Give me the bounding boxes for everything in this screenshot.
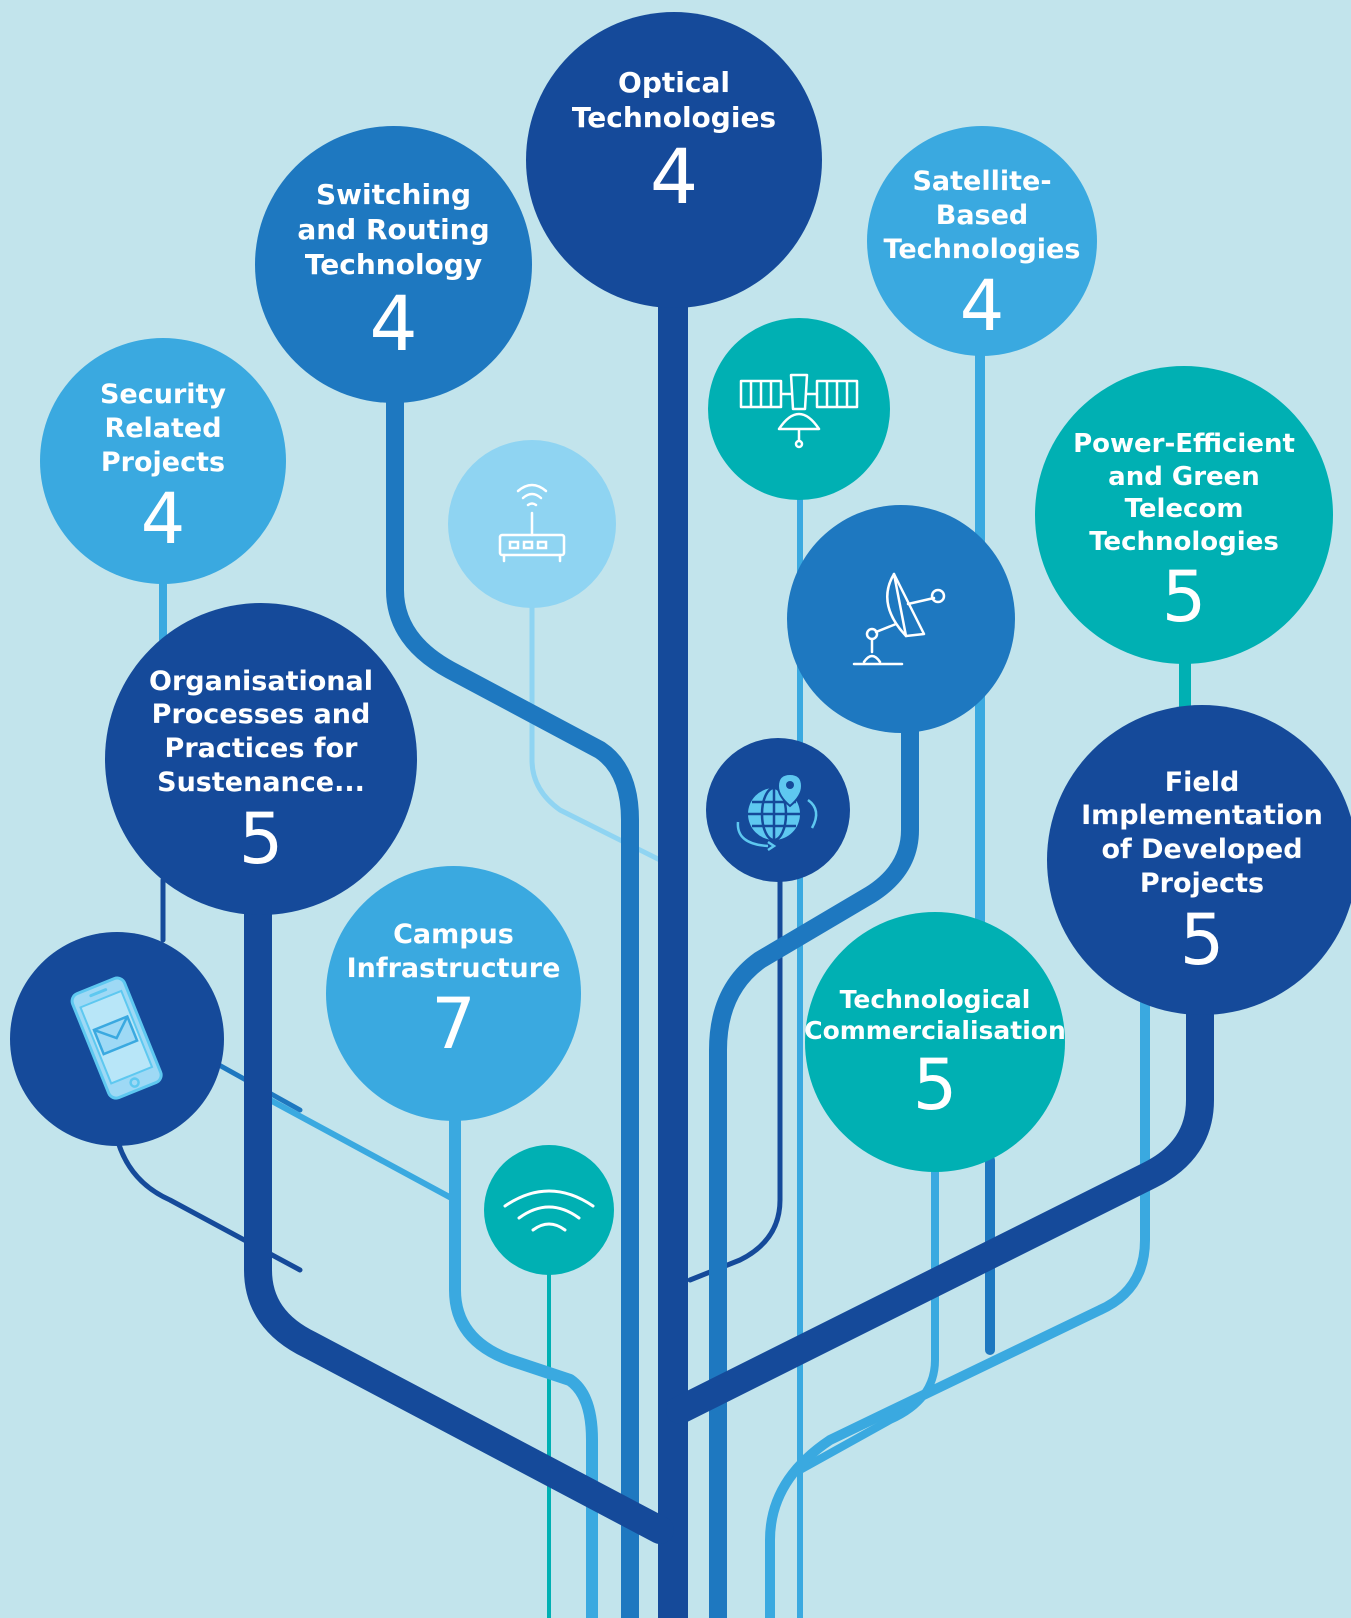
node-title: Switching and Routing Technology — [297, 178, 490, 281]
node-satellite-based: Satellite- Based Technologies 4 — [867, 126, 1097, 356]
node-title: Field Implementation of Developed Projec… — [1081, 766, 1323, 899]
satellite-dish-icon — [787, 505, 1015, 733]
globe-location-icon — [706, 738, 850, 882]
node-title: Security Related Projects — [99, 379, 227, 478]
node-title: Organisational Processes and Practices f… — [149, 665, 373, 798]
wifi-icon — [484, 1145, 614, 1275]
branch-mobile-1 — [112, 1127, 303, 1273]
branch-router — [529, 597, 663, 863]
branch-campus-link — [267, 1097, 458, 1203]
node-title: Optical Technologies — [571, 66, 777, 134]
node-title: Power-Efficient and Green Telecom Techno… — [1073, 429, 1295, 557]
node-campus-infrastructure: Campus Infrastructure 7 — [326, 866, 581, 1121]
node-count: 4 — [649, 132, 699, 221]
branch-switching — [386, 381, 639, 1618]
node-count: 4 — [369, 279, 418, 368]
router-icon — [448, 440, 616, 608]
branch-campus — [449, 1114, 598, 1618]
node-count: 5 — [1161, 556, 1207, 638]
node-security-related: Security Related Projects 4 — [40, 338, 286, 584]
node-optical-technologies: Optical Technologies 4 — [526, 12, 822, 308]
node-title: Campus Infrastructure — [346, 918, 561, 984]
node-count: 5 — [238, 797, 284, 880]
satellite-icon — [708, 318, 890, 500]
branch-field-thin — [765, 995, 1150, 1618]
node-count: 4 — [140, 477, 186, 560]
node-organisational-processes: Organisational Processes and Practices f… — [105, 603, 417, 915]
node-technological-commercialisation: Technological Commercialisation 5 — [804, 912, 1066, 1172]
node-field-implementation: Field Implementation of Developed Projec… — [1047, 705, 1351, 1015]
node-power-efficient: Power-Efficient and Green Telecom Techno… — [1035, 366, 1333, 664]
branch-field — [666, 976, 1214, 1424]
node-count: 5 — [912, 1044, 958, 1127]
branch-organisational — [244, 876, 674, 1544]
node-switching-routing: Switching and Routing Technology 4 — [255, 126, 532, 403]
node-count: 4 — [959, 264, 1005, 347]
mobile-mail-icon — [10, 932, 224, 1146]
node-count: 5 — [1179, 898, 1225, 981]
node-count: 7 — [431, 983, 476, 1066]
node-title: Technological Commercialisation — [804, 984, 1066, 1045]
branch-dish — [709, 711, 919, 1618]
branch-globe — [687, 867, 783, 1283]
node-title: Satellite- Based Technologies — [883, 166, 1081, 265]
